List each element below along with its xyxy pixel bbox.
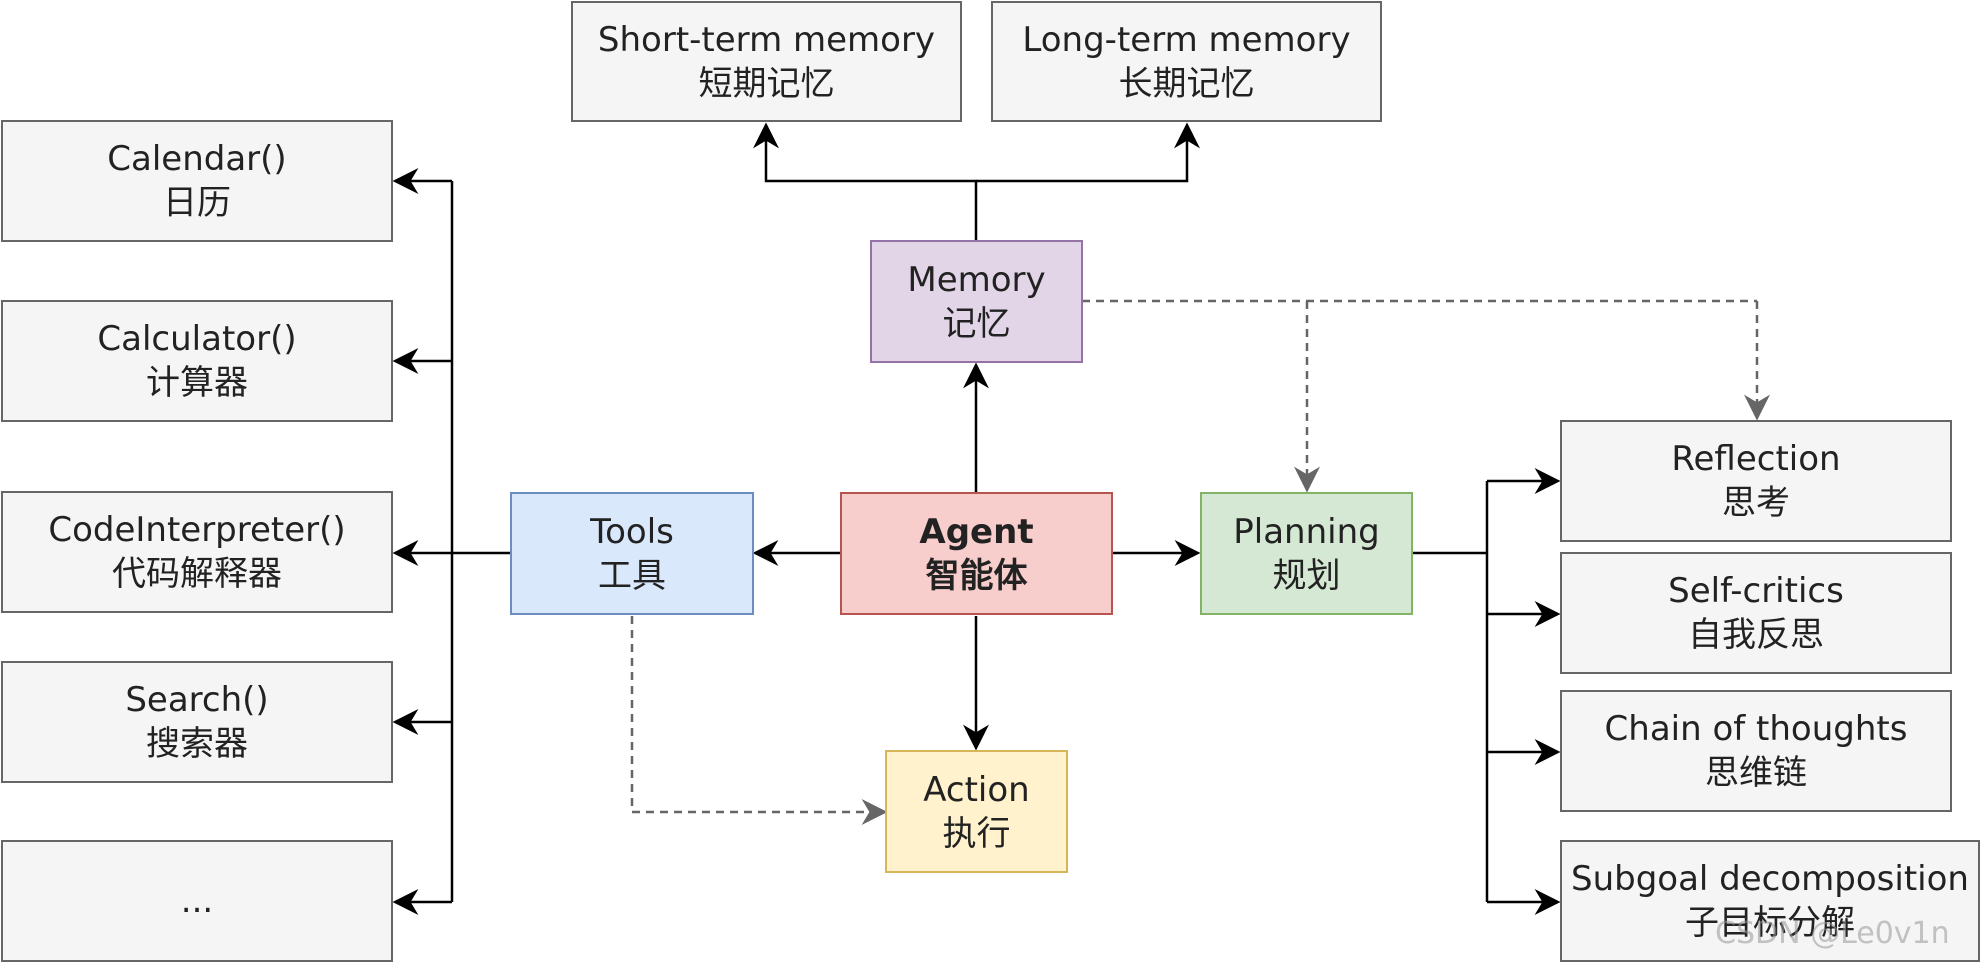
long-term-memory-label-zh: 长期记忆	[1118, 63, 1255, 104]
tools-node: Tools 工具	[510, 492, 754, 615]
calculator-label-zh: 计算器	[146, 363, 248, 403]
memory-node: Memory 记忆	[870, 240, 1083, 363]
code-interpreter-label: CodeInterpreter()	[48, 510, 346, 550]
planning-label: Planning	[1233, 511, 1380, 552]
reflection-label-zh: 思考	[1722, 483, 1790, 523]
tools-label-zh: 工具	[598, 555, 666, 596]
agent-node: Agent 智能体	[840, 492, 1113, 615]
short-term-memory-label: Short-term memory	[597, 19, 936, 60]
code-interpreter-tool-node: CodeInterpreter() 代码解释器	[1, 491, 393, 613]
action-label-zh: 执行	[942, 813, 1011, 854]
chain-of-thoughts-label-zh: 思维链	[1705, 753, 1807, 793]
memory-label-zh: 记忆	[942, 303, 1011, 344]
more-tools-node: ...	[1, 840, 393, 962]
short-term-memory-label-zh: 短期记忆	[698, 63, 835, 104]
short-term-memory-node: Short-term memory 短期记忆	[571, 1, 962, 122]
calendar-tool-node: Calendar() 日历	[1, 120, 393, 242]
reflection-label: Reflection	[1671, 439, 1841, 479]
subgoal-decomposition-label: Subgoal decomposition	[1571, 859, 1969, 899]
agent-label: Agent	[919, 511, 1034, 552]
chain-of-thoughts-node: Chain of thoughts 思维链	[1560, 690, 1952, 812]
edge-memory-to-long-term	[976, 122, 1200, 183]
search-label: Search()	[125, 680, 269, 720]
calendar-label-zh: 日历	[163, 183, 231, 223]
calculator-label: Calculator()	[97, 319, 297, 359]
edge-planning-bus	[1413, 481, 1489, 902]
action-label: Action	[923, 769, 1030, 810]
self-critics-label-zh: 自我反思	[1688, 615, 1824, 655]
subgoal-decomposition-label-zh: 子目标分解	[1685, 903, 1855, 943]
self-critics-label: Self-critics	[1668, 571, 1844, 611]
tools-label: Tools	[590, 511, 674, 552]
self-critics-node: Self-critics 自我反思	[1560, 552, 1952, 674]
watermark: CSDN @Le0v1n	[1715, 916, 1950, 951]
edge-tools-to-action-dashed	[630, 616, 888, 825]
subgoal-decomposition-node: Subgoal decomposition 子目标分解	[1560, 840, 1980, 962]
action-node: Action 执行	[885, 750, 1068, 873]
long-term-memory-node: Long-term memory 长期记忆	[991, 1, 1382, 122]
chain-of-thoughts-label: Chain of thoughts	[1604, 709, 1908, 749]
planning-node: Planning 规划	[1200, 492, 1413, 615]
search-tool-node: Search() 搜索器	[1, 661, 393, 783]
calculator-tool-node: Calculator() 计算器	[1, 300, 393, 422]
search-label-zh: 搜索器	[146, 724, 248, 764]
edge-memory-to-planning-dashed	[1082, 299, 1757, 490]
memory-label: Memory	[907, 259, 1046, 300]
more-tools-label: ...	[180, 881, 214, 921]
agent-label-zh: 智能体	[925, 555, 1028, 596]
edge-tools-bus	[450, 181, 510, 902]
reflection-node: Reflection 思考	[1560, 420, 1952, 542]
planning-label-zh: 规划	[1272, 555, 1341, 596]
calendar-label: Calendar()	[107, 139, 287, 179]
code-interpreter-label-zh: 代码解释器	[112, 554, 282, 594]
edge-memory-to-short-term	[753, 122, 978, 240]
long-term-memory-label: Long-term memory	[1022, 19, 1351, 60]
